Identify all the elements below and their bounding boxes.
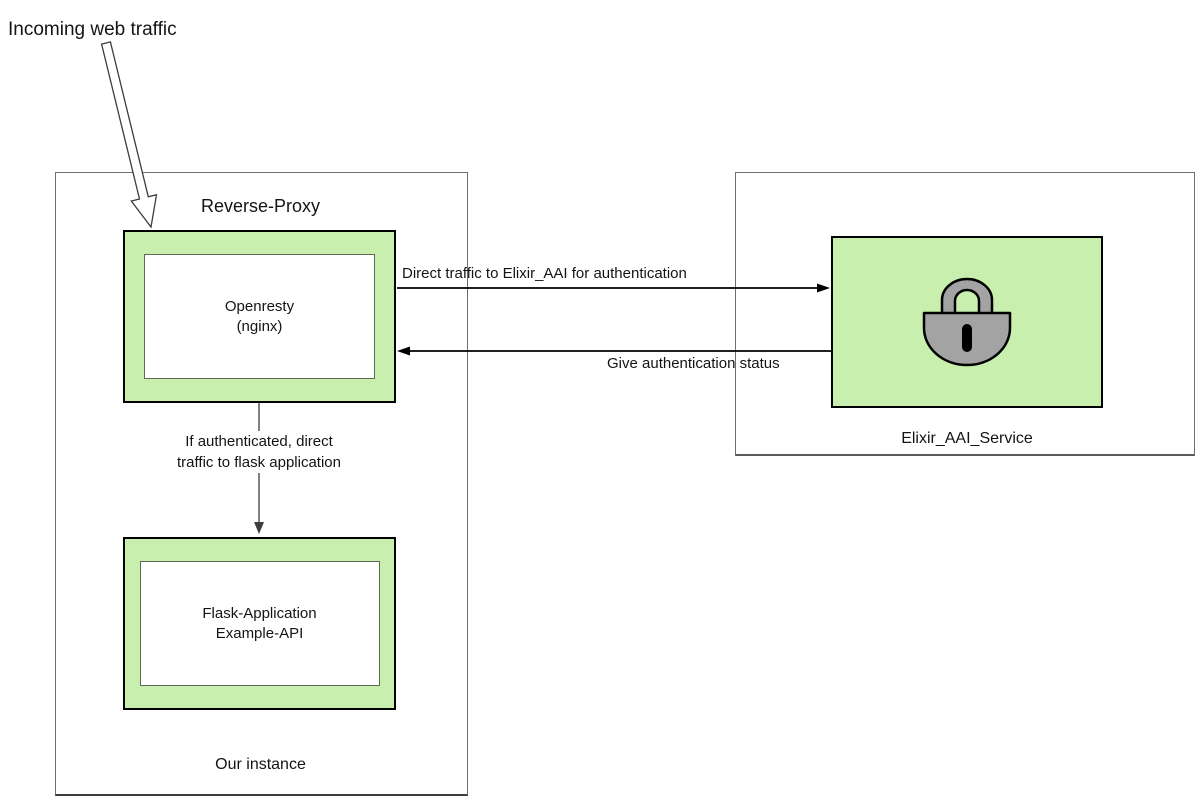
openresty-inner-box: Openresty (nginx) [144,254,375,379]
lock-icon [922,277,1012,367]
reverse-proxy-title: Reverse-Proxy [200,196,321,216]
openresty-label-line1: Openresty [224,297,295,315]
incoming-web-traffic-label: Incoming web traffic [8,19,177,40]
openresty-node: Openresty (nginx) [123,230,396,403]
flask-label-line1: Flask-Application [202,604,317,622]
edge-to-flask-label-line1: If authenticated, direct [185,433,333,450]
edge-to-elixir-label: Direct traffic to Elixir_AAI for authent… [402,265,687,282]
flask-label-line2: Example-API [215,624,304,642]
edge-to-flask-label: If authenticated, direct traffic to flas… [123,431,395,473]
elixir-aai-node [831,236,1103,408]
elixir-aai-service-label: Elixir_AAI_Service [901,430,1033,447]
flask-application-node: Flask-Application Example-API [123,537,396,710]
edge-to-flask-label-line2: traffic to flask application [177,454,341,471]
openresty-label-line2: (nginx) [236,317,283,335]
flask-inner-box: Flask-Application Example-API [139,561,380,686]
our-instance-label: Our instance [215,756,306,773]
edge-from-elixir-label: Give authentication status [607,355,780,372]
